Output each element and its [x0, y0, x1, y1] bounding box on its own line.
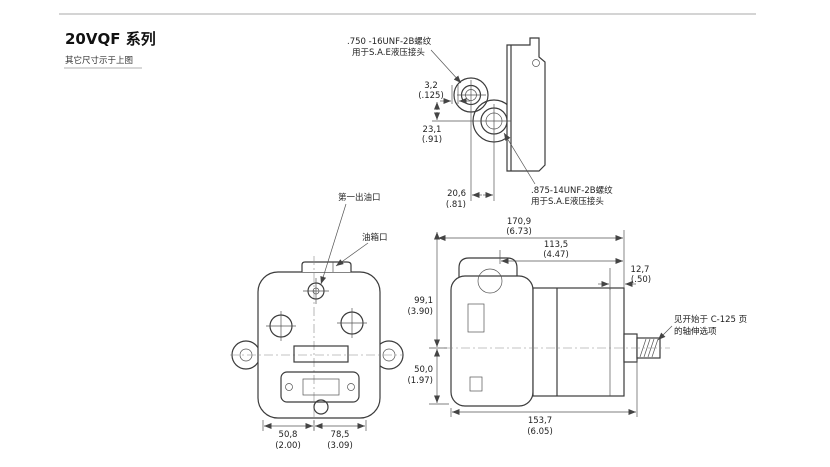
dim-right-in: (3.09) [327, 441, 353, 451]
dim-height-lines [429, 232, 449, 405]
detail-small-hole [532, 59, 540, 67]
dim-body-length-lines [499, 250, 623, 264]
cartridge-bolt-detail [467, 303, 485, 333]
left-port-centerlines [266, 311, 296, 341]
cartridge-housing [450, 275, 534, 407]
front-body-outline [257, 271, 381, 419]
dim-offset-in: (.50) [631, 275, 651, 285]
first-outlet-label: 第一出油口 [338, 192, 381, 203]
dim-base-length-lines [450, 360, 638, 417]
shaft-note-line2: 的轴伸选项 [674, 326, 717, 337]
dim-height-top-in: (3.90) [407, 307, 433, 317]
dim-height-bottom-mm: 50,0 [414, 365, 433, 375]
tank-port-label: 油箱口 [362, 232, 388, 243]
top-port-centerlines [303, 278, 329, 304]
dim-body-length-in: (4.47) [543, 250, 569, 260]
dim-vertical-mm: 23,1 [423, 125, 442, 135]
side-view: 170,9 (6.73) 113,5 (4.47) 12,7 (.50) 99,… [407, 217, 747, 437]
dim-vertical-lines [432, 102, 478, 122]
bottom-panel [280, 371, 360, 403]
bottom-drain-hole [313, 399, 329, 415]
dim-height-bottom-in: (1.97) [407, 376, 433, 386]
front-view: 第一出油口 油箱口 50,8 (2.00) 78,5 (3.09) [230, 192, 404, 451]
dim-offset-mm: 12,7 [631, 265, 650, 275]
shaft-note-line1: 见开始于 C-125 页 [674, 314, 747, 325]
page-subtitle: 其它尺寸示于上图 [65, 55, 133, 66]
dim-gap-lines [440, 85, 470, 104]
dim-base-length-mm: 153,7 [528, 416, 552, 426]
thread-top-label-line1: .750 -16UNF-2B螺纹 [347, 36, 432, 47]
lower-port-centerlines [478, 104, 511, 139]
thread-bottom-label-line1: .875-14UNF-2B螺纹 [531, 185, 613, 196]
dim-left-mm: 50,8 [279, 430, 298, 440]
right-port-centerlines [337, 308, 367, 338]
thread-bottom-label-line2: 用于S.A.E液压接头 [531, 196, 604, 207]
dim-overall-mm: 170,9 [507, 217, 531, 227]
dim-horizontal-mm: 20,6 [447, 189, 466, 199]
dim-overall-in: (6.73) [506, 227, 532, 237]
upper-port-centerlines [457, 80, 486, 110]
dim-overall-lines [438, 230, 625, 288]
dim-gap-in: (.125) [418, 91, 444, 101]
nameplate [293, 345, 349, 363]
dim-right-mm: 78,5 [331, 430, 350, 440]
dim-body-length-mm: 113,5 [544, 240, 568, 250]
cartridge-port-detail [477, 268, 503, 294]
cartridge-lower-detail [469, 376, 483, 392]
dim-gap-mm: 3,2 [424, 81, 438, 91]
thread-top-label-line2: 用于S.A.E液压接头 [352, 47, 425, 58]
front-bottom-dim-lines [262, 420, 367, 431]
dim-vertical-in: (.91) [422, 135, 442, 145]
dim-horizontal-in: (.81) [446, 200, 466, 210]
detail-body-outline [506, 37, 546, 172]
dim-left-in: (2.00) [275, 441, 301, 451]
dim-horizontal-lines [470, 110, 495, 201]
dim-offset-lines [598, 268, 636, 290]
leader-shaft-note [657, 325, 673, 341]
leader-thread-bottom [503, 132, 536, 185]
port-detail-view: 3,2 (.125) 23,1 (.91) 20,6 (.81) .750 -1… [347, 36, 613, 210]
bottom-panel-inner [302, 378, 340, 396]
leader-thread-top [430, 49, 462, 84]
leader-first-outlet [320, 203, 347, 285]
dim-height-top-mm: 99,1 [414, 296, 433, 306]
bottom-panel-left-hole [285, 383, 293, 391]
dim-base-length-in: (6.05) [527, 427, 553, 437]
bottom-panel-right-hole [347, 383, 355, 391]
pump-body [532, 287, 625, 397]
page-title: 20VQF 系列 [65, 30, 156, 48]
leader-tank-port [335, 242, 369, 267]
